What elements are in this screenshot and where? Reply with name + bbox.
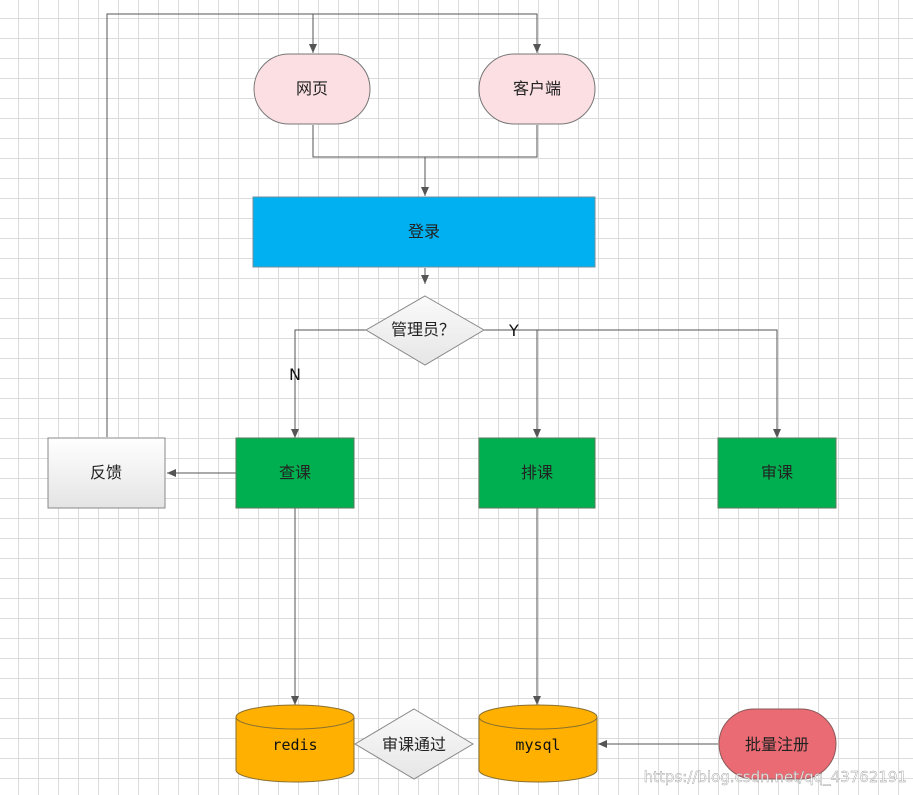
node-admin-decision[interactable]: 管理员？ xyxy=(365,295,485,366)
node-query-course[interactable]: 查课 xyxy=(235,437,355,509)
node-review-course[interactable]: 审课 xyxy=(717,437,837,509)
node-login[interactable]: 登录 xyxy=(252,196,596,268)
node-feedback-label: 反馈 xyxy=(90,463,122,482)
node-web[interactable]: 网页 xyxy=(253,53,371,125)
edge-label-yes: Y xyxy=(508,321,519,340)
node-query-course-label: 查课 xyxy=(279,463,311,482)
node-review-course-label: 审课 xyxy=(761,463,793,482)
node-redis-label: redis xyxy=(272,736,317,754)
node-login-label: 登录 xyxy=(408,222,440,241)
edge-decision-no xyxy=(291,329,366,438)
node-schedule-course-label: 排课 xyxy=(521,463,553,482)
edge-label-no: N xyxy=(289,365,301,384)
node-web-label: 网页 xyxy=(296,79,328,98)
node-redis-database[interactable]: redis xyxy=(235,704,355,783)
edge-decision-yes-review xyxy=(484,329,781,438)
watermark: https://blog.csdn.net/qq_43762191 xyxy=(644,768,907,787)
node-client[interactable]: 客户端 xyxy=(478,53,596,125)
node-schedule-course[interactable]: 排课 xyxy=(478,437,596,509)
node-review-passed-label: 审课通过 xyxy=(382,735,446,754)
node-feedback[interactable]: 反馈 xyxy=(47,437,166,509)
connectors xyxy=(106,13,781,748)
edge-feedback-loop xyxy=(106,13,541,437)
edge-web-to-login xyxy=(312,125,538,158)
node-mysql-label: mysql xyxy=(515,736,560,754)
node-mysql-database[interactable]: mysql xyxy=(478,704,598,783)
node-batch-register-label: 批量注册 xyxy=(745,735,809,754)
node-review-passed[interactable]: 审课通过 xyxy=(354,708,474,780)
node-batch-register[interactable]: 批量注册 xyxy=(718,708,837,780)
node-admin-decision-label: 管理员？ xyxy=(391,320,455,339)
node-client-label: 客户端 xyxy=(513,79,561,98)
